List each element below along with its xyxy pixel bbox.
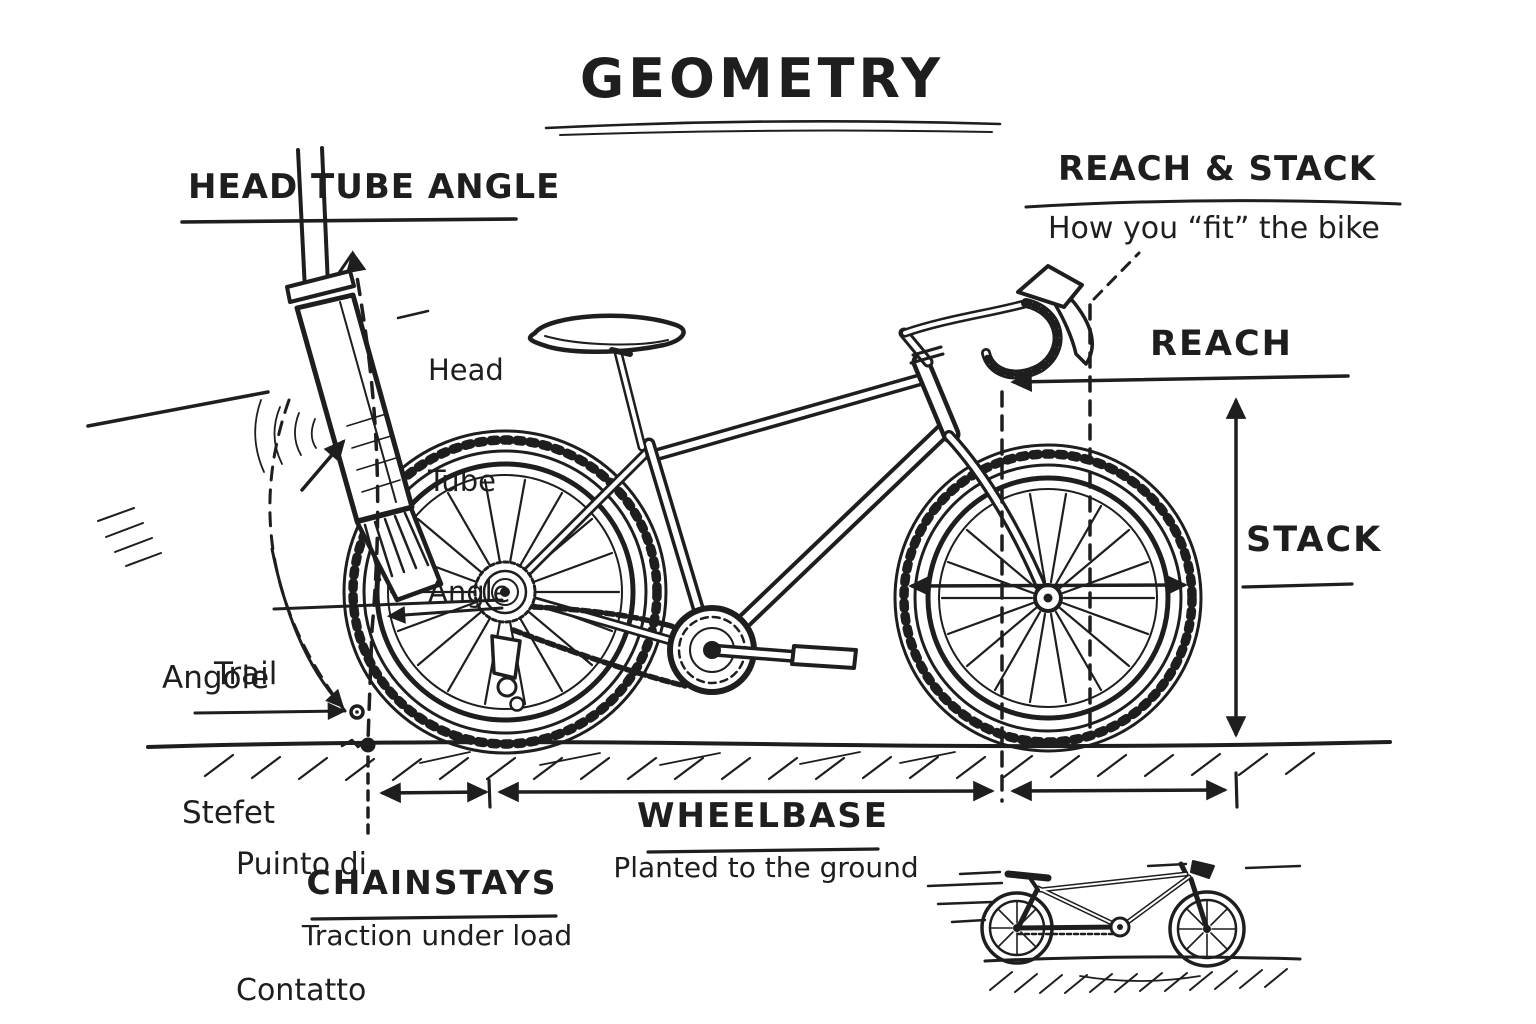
dim-wheelbase — [497, 780, 995, 803]
callout-steering-angle: Angole Stefet — [162, 660, 276, 831]
callout-head-tube-note: Head Tube Angle — [428, 353, 511, 609]
angle-arc-shading — [254, 399, 317, 473]
head-tube-vignette — [86, 146, 444, 603]
drivetrain — [473, 560, 1063, 712]
saddle — [527, 313, 686, 357]
callout-contact-point: Puinto di Contatto — [236, 847, 367, 1008]
subtitle-chainstays: Traction under load — [301, 919, 573, 952]
brake-hood — [1016, 264, 1084, 309]
page-title: GEOMETRY — [579, 47, 945, 110]
rear-wheel — [342, 429, 668, 755]
callout-trail: Trail — [214, 656, 278, 692]
annotation-lines — [193, 250, 1350, 835]
ledge-line — [86, 390, 270, 428]
ground — [146, 740, 1392, 782]
fork-leg — [294, 292, 415, 524]
handlebar — [900, 264, 1094, 380]
brake-lever — [1054, 298, 1094, 366]
label-reach: REACH — [1150, 324, 1293, 364]
subtitle-wheelbase: Planted to the ground — [613, 851, 919, 884]
head-tube-note-leader — [396, 309, 430, 320]
dim-segment-a — [379, 781, 489, 804]
mini-bike — [926, 860, 1302, 994]
steering-angle-leader — [272, 598, 504, 611]
heading-wheelbase: WHEELBASE — [636, 796, 890, 836]
wheel-diameter-arrow — [908, 574, 1188, 597]
heading-reach-stack: REACH & STACK — [1058, 149, 1377, 189]
heading-chainstays: CHAINSTAYS — [306, 863, 558, 902]
pedal — [790, 644, 858, 670]
subtitle-reach-stack: How you “fit” the bike — [1048, 211, 1380, 246]
heading-underlines — [180, 119, 1402, 921]
trail-leader — [193, 702, 347, 721]
rear-derailleur — [490, 634, 522, 680]
heading-head-tube-angle: HEAD TUBE ANGLE — [188, 167, 561, 207]
dim-segment-c — [1010, 779, 1228, 802]
reach-arrow — [1010, 371, 1350, 392]
label-stack: STACK — [1246, 520, 1383, 560]
angle-pointer-arrow — [300, 439, 346, 492]
angle-arc-arrow — [270, 547, 345, 709]
front-wheel — [893, 443, 1203, 753]
frame — [504, 327, 1051, 657]
